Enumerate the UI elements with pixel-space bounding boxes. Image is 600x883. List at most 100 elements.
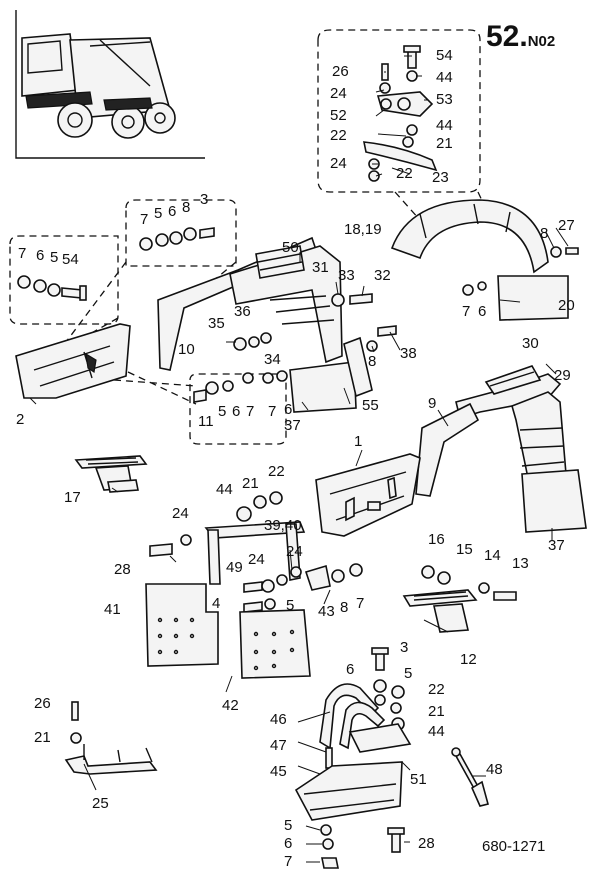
retaining-rod-48 (451, 747, 489, 807)
callout-44: 44 (436, 69, 453, 86)
callout-32: 32 (374, 267, 391, 284)
callout-54: 54 (436, 47, 453, 64)
callout-6: 6 (478, 303, 487, 320)
callout-38: 38 (400, 345, 417, 362)
callout-49: 49 (226, 559, 243, 576)
callout-22: 22 (396, 165, 413, 182)
callout-11: 11 (198, 413, 214, 430)
bolt-set-middle (139, 227, 215, 251)
callout-53: 53 (436, 91, 453, 108)
callout-24: 24 (286, 543, 303, 560)
callout-23: 23 (432, 169, 449, 186)
callout-7: 7 (356, 595, 365, 612)
callout-21: 21 (242, 475, 259, 492)
callout-20: 20 (558, 297, 575, 314)
mud-flap-42 (239, 609, 311, 679)
callout-31: 31 (312, 259, 329, 276)
callout-6: 6 (36, 247, 45, 264)
step-25 (64, 701, 158, 775)
truck-inset-illustration (15, 10, 205, 159)
page-number-suffix: N02 (527, 33, 556, 50)
callout-2: 2 (16, 411, 25, 428)
callout-6: 6 (284, 835, 293, 852)
callout-4: 4 (212, 595, 221, 612)
callout-16: 16 (428, 531, 445, 548)
callout-5: 5 (286, 597, 295, 614)
callout-44: 44 (216, 481, 233, 498)
callout-24: 24 (248, 551, 265, 568)
callout-39-40: 39,40 (264, 517, 302, 534)
front-step-bracket-2 (15, 323, 131, 399)
callout-35: 35 (208, 315, 225, 332)
step-bracket-39-40 (149, 491, 363, 613)
bolt-set-left (17, 275, 87, 301)
callout-5: 5 (218, 403, 227, 420)
hardware-group-box-middle (125, 199, 237, 267)
hardware-group-box-lower (189, 373, 287, 445)
callout-6: 6 (284, 401, 293, 418)
callout-6: 6 (168, 203, 177, 220)
callout-7: 7 (140, 211, 149, 228)
step-panel-1 (315, 453, 421, 537)
step-17 (74, 455, 148, 493)
callout-6: 6 (346, 661, 355, 678)
callout-52: 52 (330, 107, 347, 124)
callout-7: 7 (462, 303, 471, 320)
callout-28: 28 (418, 835, 435, 852)
callout-21: 21 (34, 729, 51, 746)
callout-5: 5 (284, 817, 293, 834)
rear-fender-bracket-assembly (415, 365, 587, 533)
callout-42: 42 (222, 697, 239, 714)
callout-41: 41 (104, 601, 121, 618)
callout-8: 8 (540, 225, 549, 242)
callout-21: 21 (436, 135, 453, 152)
callout-18-19: 18,19 (344, 221, 382, 238)
step-12 (402, 565, 517, 633)
callout-3: 3 (400, 639, 409, 656)
callout-24: 24 (172, 505, 189, 522)
callout-1: 1 (354, 433, 363, 450)
callout-8: 8 (182, 199, 191, 216)
callout-9: 9 (428, 395, 437, 412)
callout-47: 47 (270, 737, 287, 754)
callout-37: 37 (284, 417, 301, 434)
callout-7: 7 (246, 403, 255, 420)
mudguard-bracket-hardware-top (363, 45, 438, 182)
callout-45: 45 (270, 763, 287, 780)
callout-10: 10 (178, 341, 195, 358)
callout-13: 13 (512, 555, 529, 572)
callout-8: 8 (368, 353, 377, 370)
callout-22: 22 (268, 463, 285, 480)
callout-5: 5 (50, 249, 59, 266)
callout-37: 37 (548, 537, 565, 554)
callout-51: 51 (410, 771, 427, 788)
page-number-main: 52. (486, 20, 528, 53)
callout-54: 54 (62, 251, 79, 268)
callout-44: 44 (436, 117, 453, 134)
callout-46: 46 (270, 711, 287, 728)
callout-5: 5 (154, 205, 163, 222)
callout-3: 3 (200, 191, 209, 208)
callout-12: 12 (460, 651, 477, 668)
callout-8: 8 (340, 599, 349, 616)
callout-33: 33 (338, 267, 355, 284)
callout-26: 26 (332, 63, 349, 80)
hardware-group-box-top-left (9, 235, 119, 325)
rear-fender-arch (390, 199, 579, 274)
callout-29: 29 (554, 367, 571, 384)
callout-6: 6 (232, 403, 241, 420)
callout-34: 34 (264, 351, 281, 368)
callout-48: 48 (486, 761, 503, 778)
lower-bracket-hardware (371, 647, 405, 731)
page-number: 52.N02 (486, 22, 555, 57)
callout-14: 14 (484, 547, 501, 564)
callout-36: 36 (234, 303, 251, 320)
callout-24: 24 (330, 155, 347, 172)
callout-28: 28 (114, 561, 131, 578)
center-fender-bracket-assembly (157, 236, 397, 413)
callout-17: 17 (64, 489, 81, 506)
callout-22: 22 (330, 127, 347, 144)
callout-25: 25 (92, 795, 109, 812)
